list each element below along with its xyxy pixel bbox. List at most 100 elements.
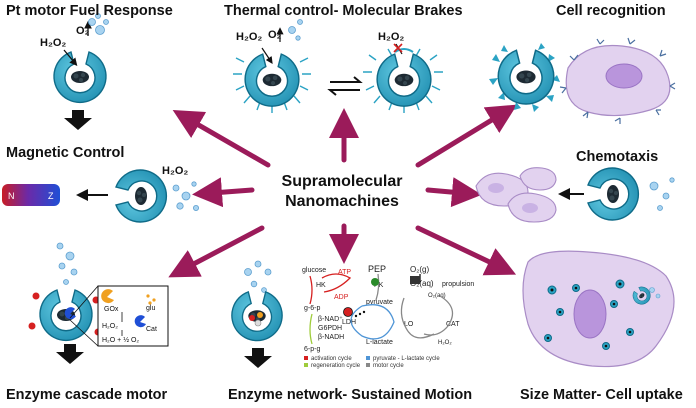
nad-plus-label: β-NAD⁺	[318, 316, 343, 323]
arrow-to-enzyme-cascade	[168, 225, 265, 278]
legend-regeneration: regeneration cycle	[311, 363, 361, 369]
panel-chemotaxis	[475, 167, 675, 223]
panel-pt-motor: H₂O₂ O₂	[40, 13, 109, 130]
thermal-in-arrow	[261, 47, 273, 64]
lo-label: LO	[404, 321, 414, 328]
o2aq-small-label: O₂(aq)	[428, 293, 446, 299]
arrow-to-chemotaxis	[425, 177, 482, 208]
ldh-label: LDH	[342, 319, 356, 326]
network-bubbles	[244, 260, 272, 293]
hk-label: HK	[316, 282, 326, 289]
thermal-blocked-h2o2-label: H₂O₂	[378, 31, 404, 43]
o2-connector	[410, 276, 420, 284]
legend-activation: activation cycle	[311, 356, 352, 362]
magnet-n-label: N	[8, 191, 15, 201]
cat-pacman-icon	[64, 307, 76, 320]
title-pt-motor: Pt motor Fuel Response	[6, 3, 173, 19]
blocked-x-mark	[393, 43, 403, 53]
glu-dots	[146, 294, 156, 305]
network-legend: activation cycle regeneration cycle pyru…	[304, 356, 440, 369]
connector-arrows	[168, 104, 518, 278]
h2o2-inset-label: H₂O₂	[102, 323, 118, 330]
cat-network-label: CAT	[446, 321, 460, 328]
pep-label: PEP	[368, 264, 386, 274]
glu-label: glu	[146, 305, 155, 312]
center-title-line2: Nanomachines	[285, 193, 399, 210]
gox-label: GOx	[104, 306, 119, 313]
magnetic-h2o2-label: H₂O₂	[162, 165, 188, 177]
title-enzyme-cascade: Enzyme cascade motor	[6, 387, 168, 403]
glucose-label: glucose	[302, 267, 326, 274]
pk-activation-dot	[371, 278, 379, 286]
brush-stomatocyte-open	[233, 53, 311, 113]
g6p-label: g-6-p	[304, 305, 320, 312]
panel-cell-recognition	[489, 37, 676, 124]
magnet-s-label: Z	[48, 191, 54, 201]
legend-motor: motor cycle	[373, 363, 404, 369]
stomatocyte-magnetic	[115, 169, 168, 223]
stomatocyte-network	[231, 291, 283, 342]
cascade-inset-box	[97, 285, 169, 347]
title-chemotaxis: Chemotaxis	[576, 149, 659, 165]
equilibrium-arrows	[327, 76, 363, 96]
center-title: Supramolecular Nanomachines	[262, 172, 422, 212]
o2-bubbles	[88, 13, 109, 35]
center-title-line1: Supramolecular	[281, 173, 403, 190]
pyruvate-label: pyruvate	[366, 299, 393, 306]
arrow-to-size-matter	[415, 225, 517, 276]
title-magnetic: Magnetic Control	[6, 145, 125, 161]
target-cell	[559, 37, 676, 124]
h2o2-in-arrow	[63, 49, 78, 66]
network-enzymes	[249, 312, 263, 327]
brush-stomatocyte-closed	[363, 48, 443, 113]
atp-label: ATP	[338, 269, 351, 276]
gox-pacman-icon	[101, 289, 114, 304]
size-bubble-2	[655, 293, 661, 299]
arrow-to-magnetic	[192, 177, 255, 208]
title-enzyme-network: Enzyme network- Sustained Motion	[228, 387, 473, 403]
o2g-label: O₂(g)	[410, 265, 429, 274]
nadh-label: β-NADH	[318, 334, 344, 341]
title-size-matter: Size Matter- Cell uptake	[520, 387, 683, 403]
o2aq-label: O₂(aq)	[410, 279, 434, 288]
cell-nucleus	[573, 289, 607, 339]
pt-h2o2-label: H₂O₂	[40, 37, 66, 49]
stomatocyte-pt	[53, 51, 107, 104]
motion-down-arrow	[64, 110, 92, 130]
lactate-label: L-lactate	[366, 339, 393, 346]
panel-magnetic: N Z H₂O₂	[2, 165, 199, 223]
legend-pyruvate: pyruvate - L-lactate cycle	[373, 356, 440, 362]
panel-size-matter	[522, 250, 675, 368]
panel-enzyme-network: glucose ATP HK ADP g-6-p PEP PK pyruvate…	[231, 260, 474, 369]
adp-label: ADP	[334, 294, 349, 301]
magnetic-bubbles	[172, 181, 199, 211]
zoom-line-top	[69, 285, 99, 319]
chemotaxis-bubbles	[649, 177, 675, 211]
h2o2-network-label: H₂O₂	[438, 340, 452, 346]
reaction-scheme: glucose ATP HK ADP g-6-p PEP PK pyruvate…	[302, 264, 474, 353]
stomatocyte-chemotaxis	[587, 167, 640, 221]
title-thermal: Thermal control- Molecular Brakes	[224, 3, 463, 19]
ldh-inhibition-dot	[343, 307, 353, 317]
arrow-to-cell-recognition	[415, 104, 518, 168]
cascade-bubbles	[56, 242, 78, 285]
size-bubble-1	[649, 287, 655, 293]
ldh-dots	[354, 310, 366, 318]
cascade-product-label: H₂O + ½ O₂	[102, 336, 139, 344]
title-cell-recognition: Cell recognition	[556, 3, 666, 19]
targeted-stomatocyte	[489, 43, 560, 112]
thermal-h2o2-label: H₂O₂	[236, 31, 262, 43]
e6pg-label: 6-p-g	[304, 346, 320, 353]
arrow-to-pt-motor	[172, 110, 271, 168]
chemotaxis-cells	[475, 167, 557, 223]
thermal-bubbles	[288, 19, 303, 41]
panel-thermal: H₂O₂ O₂ H₂O₂	[233, 19, 443, 113]
panel-enzyme-cascade: GOx glu H₂O₂ Cat H₂O + ½ O₂	[28, 242, 169, 364]
network-motion-arrow	[244, 348, 272, 368]
cascade-motion-arrow	[56, 344, 84, 364]
g6pdh-label: G6PDH	[318, 325, 342, 332]
cat-inset-icon	[134, 315, 146, 328]
zoom-line-bottom	[69, 319, 99, 347]
